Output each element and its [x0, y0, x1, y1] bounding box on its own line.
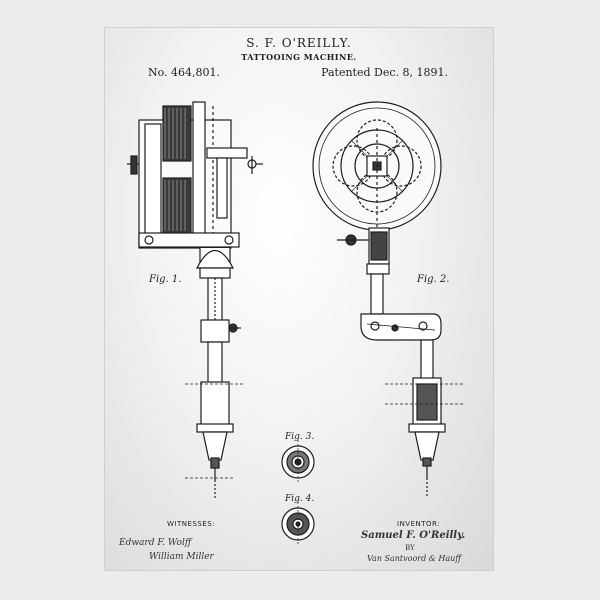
- attorneys-signature: Van Santvoord & Hauff: [367, 554, 461, 563]
- fig2-label: Fig. 2.: [417, 274, 450, 285]
- fig4-drawing: [281, 502, 315, 546]
- inventor-signature: Samuel F. O'Reilly.: [361, 530, 466, 541]
- fig2-drawing: [312, 101, 465, 496]
- patent-drawing: [127, 101, 465, 546]
- fig4-label: Fig. 4.: [285, 494, 315, 504]
- witnesses-label: WITNESSES:: [167, 520, 216, 528]
- patent-number: No. 464,801.: [148, 66, 221, 79]
- invention-title: TATTOOING MACHINE.: [241, 52, 357, 62]
- fig3-label: Fig. 3.: [285, 432, 315, 442]
- fig1-drawing: [127, 101, 263, 498]
- witness-1-signature: Edward F. Wolff: [119, 538, 192, 548]
- by-label: BY: [405, 544, 415, 552]
- inventor-heading: S. F. O'REILLY.: [246, 36, 352, 50]
- fig1-label: Fig. 1.: [149, 274, 182, 285]
- witness-2-signature: William Miller: [149, 552, 214, 562]
- patent-sheet: S. F. O'REILLY. TATTOOING MACHINE. No. 4…: [105, 28, 493, 570]
- patent-date: Patented Dec. 8, 1891.: [321, 66, 448, 79]
- inventor-label: INVENTOR:: [397, 520, 441, 528]
- fig3-drawing: [281, 440, 315, 484]
